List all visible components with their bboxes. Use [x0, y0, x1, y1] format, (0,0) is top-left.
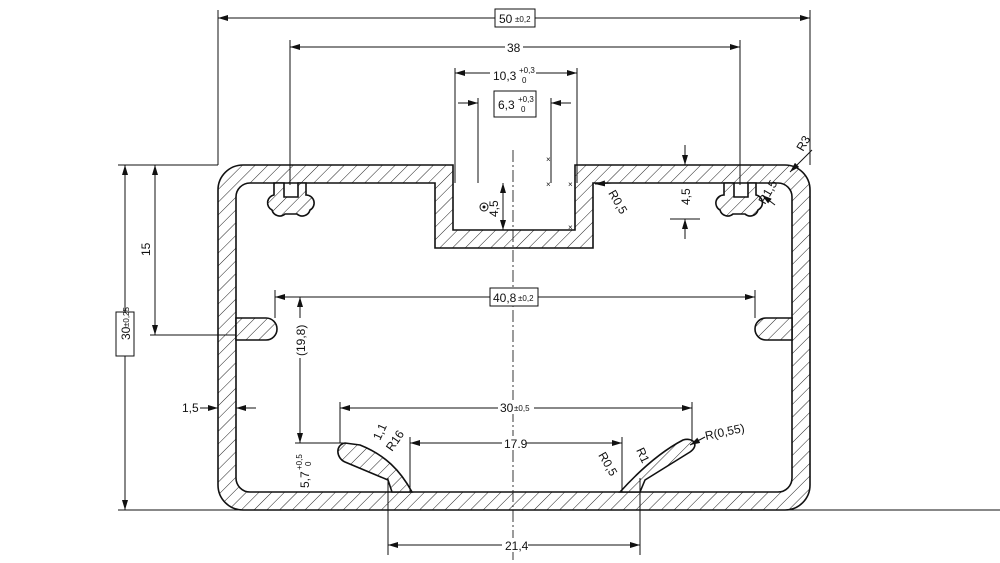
dim-channel-radius: R0,5	[605, 188, 630, 217]
dim-channel-outer: 10,3	[493, 69, 517, 83]
svg-text:+0,3: +0,3	[518, 95, 534, 104]
dim-overall-height: 30	[119, 326, 133, 340]
svg-text:×: ×	[568, 223, 573, 232]
svg-text:0: 0	[521, 105, 526, 114]
dim-rib-offset: 5,7	[298, 471, 312, 488]
svg-text:×: ×	[568, 180, 573, 189]
svg-text:+0,5: +0,5	[295, 454, 304, 470]
svg-text:×: ×	[546, 180, 551, 189]
dim-half-height: 15	[139, 242, 153, 256]
dim-wall: 1,5	[182, 401, 199, 415]
left-rib	[337, 442, 414, 493]
right-slot-lip	[715, 182, 764, 217]
dim-rib-gap: 17.9	[504, 437, 528, 451]
dim-rib-tip-radius: R(0,55)	[704, 421, 746, 443]
extension-lines	[118, 10, 1000, 555]
right-rib	[618, 438, 696, 493]
svg-text:0: 0	[304, 461, 313, 466]
left-tongue	[235, 317, 278, 341]
dim-slot-depth: 4,5	[679, 188, 693, 205]
corner-marks: × × × ×	[546, 155, 573, 232]
dim-channel-inner: 6,3	[498, 98, 515, 112]
svg-text:±0,2: ±0,2	[518, 294, 534, 303]
datum-dot-icon	[482, 205, 486, 209]
dim-corner-radius: R3	[793, 133, 813, 154]
dim-overall-width: 50	[499, 12, 513, 26]
datum-symbol-icon	[479, 202, 489, 212]
svg-text:±0,2: ±0,2	[515, 15, 531, 24]
right-tongue	[754, 317, 793, 341]
svg-text:0: 0	[522, 76, 527, 85]
dim-rib-radius-right: R1	[633, 445, 652, 465]
dim-rib-root-radius: R0,5	[595, 450, 620, 479]
dim-inner-width: 40,8	[493, 291, 517, 305]
left-slot-lip	[266, 182, 315, 217]
svg-text:±0,25: ±0,25	[122, 306, 131, 327]
dim-rib-thickness: 1,1	[370, 421, 390, 442]
svg-text:×: ×	[546, 155, 551, 164]
dim-rib-spacing: 30	[500, 401, 514, 415]
dim-channel-depth: 4,5	[487, 200, 501, 217]
svg-text:+0,3: +0,3	[519, 66, 535, 75]
dim-rib-height: (19,8)	[294, 325, 308, 356]
svg-text:±0,5: ±0,5	[514, 404, 530, 413]
dim-rib-base-spacing: 21,4	[505, 539, 529, 553]
dim-slot-spacing: 38	[507, 41, 521, 55]
